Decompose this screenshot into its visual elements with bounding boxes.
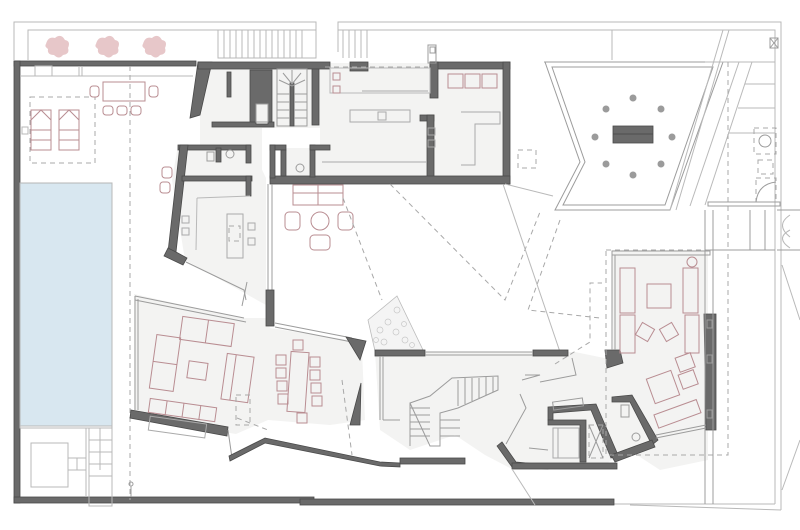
kitchen-fixtures (206, 44, 501, 173)
outdoor-kitchen (704, 127, 800, 504)
kitchen-walls (177, 61, 511, 185)
tree-icon (45, 35, 69, 58)
swimming-pool (19, 182, 113, 427)
site-wall (13, 60, 615, 506)
sun-lounger (58, 109, 80, 151)
site-line (511, 468, 536, 506)
tree-icon (95, 35, 119, 58)
pool-equipment (19, 183, 134, 507)
bar-kitchen-fixtures (159, 166, 256, 307)
south-wall (228, 349, 624, 468)
front-steps-left (217, 29, 317, 59)
living-furniture (147, 315, 323, 439)
entry-block-walls (189, 61, 331, 128)
outdoor-lounge-set (284, 184, 354, 251)
sun-lounger (30, 109, 52, 151)
spiral-stair (276, 68, 308, 127)
pergola-lights (591, 94, 676, 179)
living-door (227, 394, 269, 459)
front-steps-right (342, 30, 368, 58)
tree-icon (142, 35, 166, 58)
courtyard (265, 183, 602, 365)
central-planter (612, 125, 654, 144)
outdoor-dining-set (89, 81, 159, 116)
hall (399, 357, 618, 470)
dog-leg-stair (409, 375, 499, 447)
pergola-terrace (517, 29, 779, 250)
bar-kitchen-walls (163, 144, 253, 266)
bathroom-lift (528, 394, 659, 463)
pool-terrace (20, 65, 193, 500)
tree-row (45, 35, 166, 58)
